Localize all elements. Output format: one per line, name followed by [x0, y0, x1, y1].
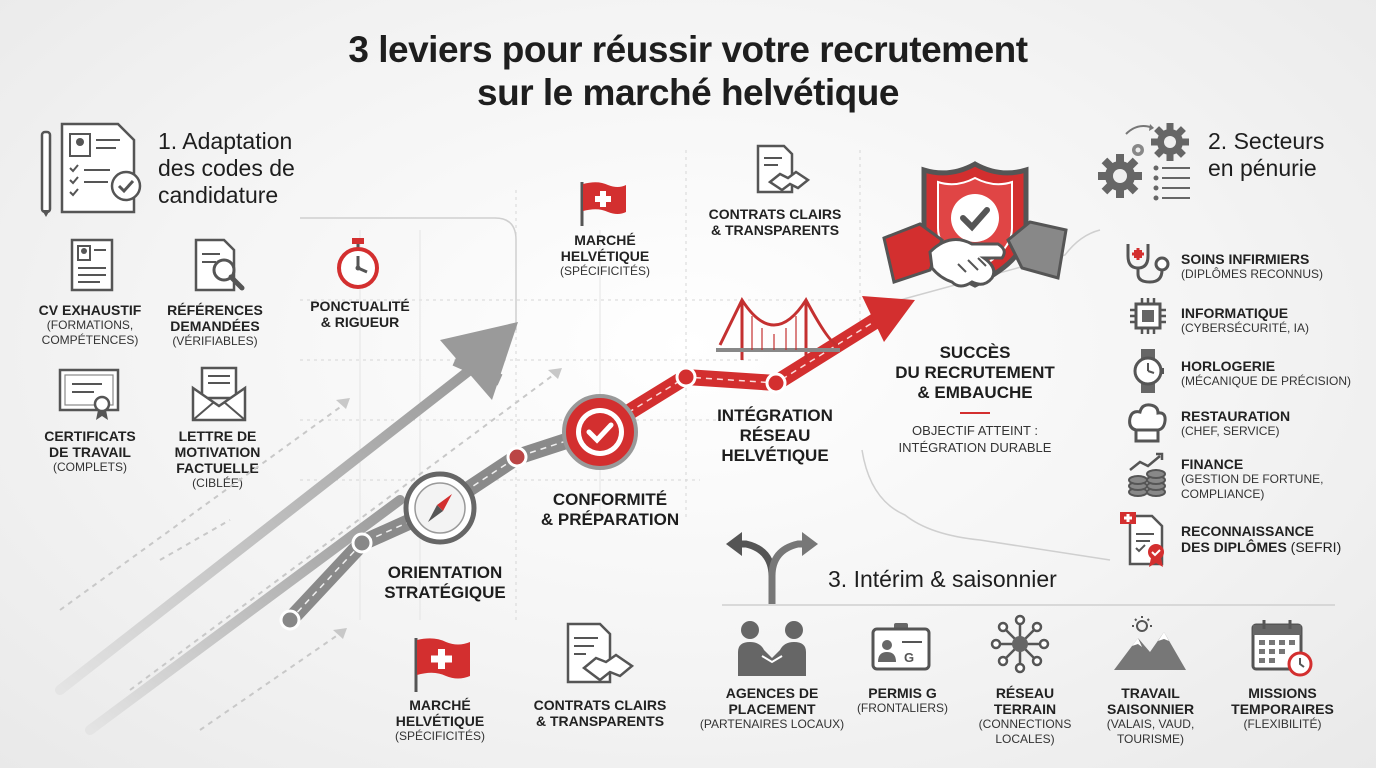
marche-top: MARCHÉ HELVÉTIQUE (SPÉCIFICITÉS) — [559, 232, 650, 278]
contract-handshake-icon — [756, 144, 811, 194]
certificate-icon — [1120, 512, 1164, 567]
conformite-label: CONFORMITÉ & PRÉPARATION — [540, 490, 680, 529]
swiss-flag-icon — [580, 182, 626, 226]
title-line-1: 3 leviers pour réussir votre recrutement — [348, 29, 1028, 70]
swiss-flag-bottom-icon — [414, 638, 470, 692]
watch-icon — [1133, 349, 1164, 393]
resume-checklist-icon — [40, 122, 142, 217]
contrats-top: CONTRATS CLAIRS & TRANSPARENTS — [708, 206, 842, 238]
bridge-icon — [716, 296, 840, 360]
item-lettre: LETTRE DE MOTIVATION FACTUELLE (CIBLÉE) — [174, 428, 261, 490]
envelope-letter-icon — [191, 366, 247, 422]
gears-checklist-icon — [1098, 123, 1190, 201]
contract-handshake-bottom-icon — [566, 622, 635, 684]
shield-handshake-icon — [882, 161, 1068, 288]
interim-missions: MISSIONS TEMPORAIRES (FLEXIBILITÉ) — [1231, 685, 1334, 731]
chef-hat-icon — [1128, 403, 1167, 443]
mountain-icon — [1114, 616, 1186, 670]
calendar-icon — [1251, 620, 1313, 677]
interim-permis: PERMIS G (FRONTALIERS) — [856, 685, 949, 715]
network-icon — [990, 614, 1050, 674]
title-line-2: sur le marché helvétique — [477, 72, 899, 113]
success-divider — [960, 412, 990, 414]
chip-icon — [1130, 298, 1166, 334]
section3-heading: 3. Intérim & saisonnier — [828, 566, 1057, 592]
interim-saisonnier: TRAVAIL SAISONNIER (VALAIS, VAUD, TOURIS… — [1106, 685, 1195, 746]
item-ponctualite: PONCTUALITÉ & RIGUEUR — [310, 298, 410, 330]
item-cv-exhaustif: CV EXHAUSTIF (FORMATIONS, COMPÉTENCES) — [38, 302, 142, 347]
stopwatch-icon — [337, 238, 379, 289]
coins-icon — [1128, 452, 1166, 497]
certificate-award-icon — [58, 368, 120, 420]
svg-text:G: G — [904, 650, 914, 665]
marche-bottom: MARCHÉ HELVÉTIQUE (SPÉCIFICITÉS) — [394, 697, 485, 743]
cv-document-icon — [70, 238, 114, 292]
interim-agences: AGENCES DE PLACEMENT (PARTENAIRES LOCAUX… — [699, 685, 845, 731]
diverging-arrows-icon — [726, 532, 818, 604]
id-badge-icon: G — [871, 623, 931, 671]
item-certificats: CERTIFICATS DE TRAVAIL (COMPLETS) — [44, 428, 136, 474]
check-circle-icon — [562, 394, 638, 470]
sector-informatique: INFORMATIQUE (CYBERSÉCURITÉ, IA) — [1181, 305, 1310, 335]
sector-horlogerie: HORLOGERIE (MÉCANIQUE DE PRÉCISION) — [1181, 358, 1352, 388]
integration-label: INTÉGRATION RÉSEAU HELVÉTIQUE — [717, 406, 833, 465]
sector-restauration: RESTAURATION (CHEF, SERVICE) — [1181, 408, 1291, 438]
success-sub: OBJECTIF ATTEINT : INTÉGRATION DURABLE — [898, 423, 1052, 455]
sector-soins: SOINS INFIRMIERS (DIPLÔMES RECONNUS) — [1181, 251, 1324, 281]
page-title: 3 leviers pour réussir votre recrutement… — [0, 28, 1376, 114]
contrats-bottom: CONTRATS CLAIRS & TRANSPARENTS — [533, 697, 667, 729]
success-label: SUCCÈS DU RECRUTEMENT & EMBAUCHE — [895, 343, 1055, 402]
magnifier-document-icon — [194, 238, 245, 292]
sector-reconnaissance: RECONNAISSANCE DES DIPLÔMES (SEFRI) — [1181, 523, 1342, 555]
item-references: RÉFÉRENCES DEMANDÉES (VÉRIFIABLES) — [167, 302, 263, 348]
red-arrowhead — [862, 296, 915, 342]
stethoscope-icon — [1126, 244, 1170, 284]
interim-reseau: RÉSEAU TERRAIN (CONNECTIONS LOCALES) — [978, 685, 1072, 746]
handshake-people-icon — [738, 621, 806, 676]
orientation-label: ORIENTATION STRATÉGIQUE — [384, 563, 506, 602]
compass-icon — [403, 471, 477, 545]
sector-finance: FINANCE (GESTION DE FORTUNE, COMPLIANCE) — [1181, 456, 1324, 501]
